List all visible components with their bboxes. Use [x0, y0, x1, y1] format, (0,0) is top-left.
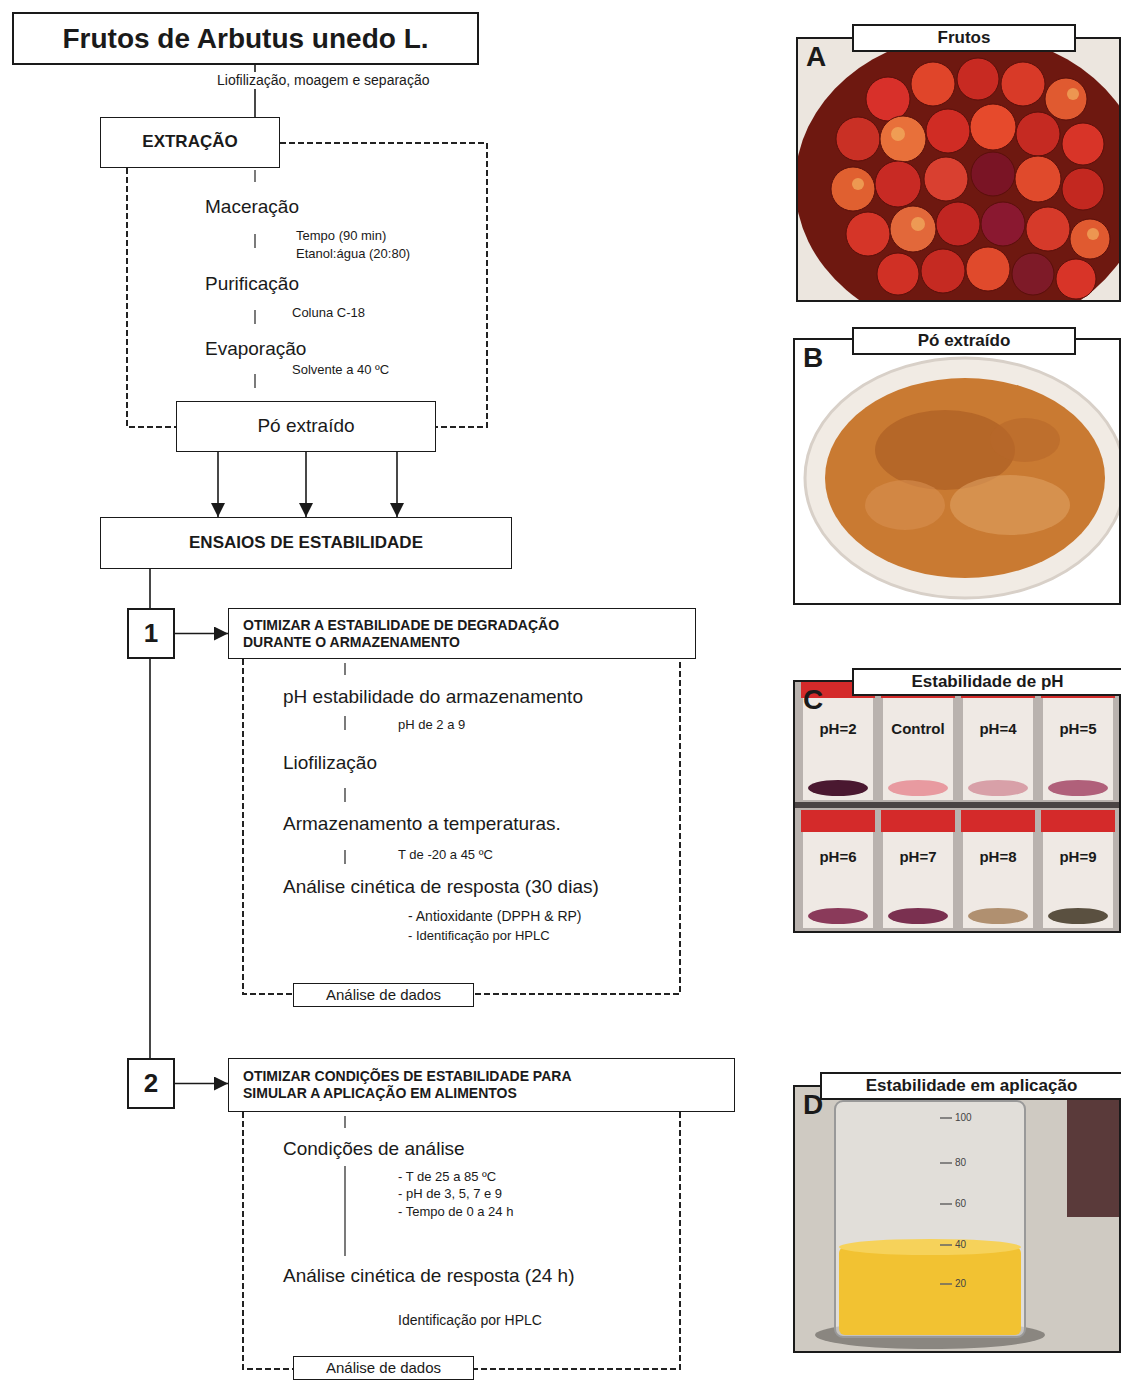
step-detail: Coluna C-18: [292, 305, 365, 321]
step-label: Análise cinética de resposta (30 dias): [283, 876, 599, 899]
step-detail: - pH de 3, 5, 7 e 9: [398, 1186, 502, 1202]
result-box: Análise de dados: [293, 1356, 474, 1380]
step-detail: - Identificação por HPLC: [408, 928, 550, 944]
step-detail: - Antioxidante (DPPH & RP): [408, 908, 582, 925]
step-tick: [254, 234, 255, 248]
node-text: OTIMIZAR CONDIÇÕES DE ESTABILIDADE PARA …: [243, 1068, 583, 1102]
step-number: 2: [127, 1058, 175, 1109]
step-tick: [344, 1116, 345, 1128]
node-text: Análise de dados: [326, 1359, 441, 1377]
panel-title: Frutos: [852, 24, 1076, 52]
ph-label: pH=5: [1059, 720, 1096, 738]
step-label: Evaporação: [205, 338, 306, 361]
ph-label: pH=8: [979, 848, 1016, 866]
panel-letter: A: [806, 43, 826, 71]
scale-mark: 100: [955, 1112, 972, 1124]
step-tick: [344, 850, 345, 864]
step-number: 1: [127, 608, 175, 659]
step-tick: [344, 716, 345, 730]
beaker-photo: [795, 1087, 1119, 1351]
step-label: Armazenamento a temperaturas.: [283, 813, 561, 836]
step-detail: - T de 25 a 85 ºC: [398, 1169, 496, 1185]
ph-label: pH=2: [819, 720, 856, 738]
connector-arrow: [396, 452, 398, 517]
panel-title: Estabilidade de pH: [852, 668, 1121, 696]
panel-letter: D: [803, 1091, 823, 1119]
dashed-bracket: [243, 1112, 680, 1369]
step-label: Maceração: [205, 196, 299, 219]
step-detail: pH de 2 a 9: [398, 717, 465, 733]
result-box: Análise de dados: [293, 983, 474, 1007]
scale-mark: 40: [955, 1239, 966, 1251]
step-detail: Etanol:água (20:80): [296, 246, 410, 262]
node-text: Pó extraído: [257, 415, 354, 438]
step-tick: [254, 374, 255, 388]
step-detail: Tempo (90 min): [296, 228, 386, 244]
connector-arrow: [305, 452, 307, 517]
step-label: pH estabilidade do armazenamento: [283, 686, 583, 709]
node-text: Análise de dados: [326, 986, 441, 1004]
step-tick: [344, 1166, 345, 1256]
title-box: Frutos de Arbutus unedo L.: [12, 12, 479, 65]
scale-mark: 80: [955, 1157, 966, 1169]
photo-panel: Estabilidade em aplicaçãoD: [793, 1085, 1121, 1353]
panel-title: Estabilidade em aplicação: [820, 1072, 1121, 1100]
ph-label: pH=9: [1059, 848, 1096, 866]
step-detail: - Tempo de 0 a 24 h: [398, 1204, 513, 1220]
node-text: OTIMIZAR A ESTABILIDADE DE DEGRADAÇÃO DU…: [243, 617, 603, 651]
scale-mark: 20: [955, 1278, 966, 1290]
step-label: Purificação: [205, 273, 299, 296]
photo-panel: Estabilidade de pHC: [793, 680, 1121, 933]
objective-box: OTIMIZAR CONDIÇÕES DE ESTABILIDADE PARA …: [228, 1058, 735, 1112]
process-box: Pó extraído: [176, 401, 436, 452]
ph-photo: [795, 682, 1119, 931]
powder-photo: [795, 340, 1119, 603]
connector-line: [149, 659, 151, 1058]
connector-arrow: [217, 452, 219, 517]
step-detail: T de -20 a 45 ºC: [398, 847, 493, 863]
step-label: Condições de análise: [283, 1138, 465, 1161]
annotation: Liofilização, moagem e separação: [215, 72, 431, 89]
step-detail: Identificação por HPLC: [398, 1312, 542, 1329]
ph-label: pH=4: [979, 720, 1016, 738]
fruit-photo: [798, 39, 1119, 300]
dashed-bracket: [243, 659, 680, 994]
connector-line: [149, 569, 151, 608]
step-detail: Solvente a 40 ºC: [292, 362, 389, 378]
node-text: ENSAIOS DE ESTABILIDADE: [189, 533, 423, 553]
step-tick: [344, 788, 345, 802]
dashed-bracket: [280, 143, 487, 427]
step-tick: [254, 310, 255, 324]
ph-label: pH=6: [819, 848, 856, 866]
panel-title: Pó extraído: [852, 327, 1076, 355]
node-text: Frutos de Arbutus unedo L.: [62, 22, 428, 56]
step-tick: [254, 170, 255, 182]
process-box: ENSAIOS DE ESTABILIDADE: [100, 517, 512, 569]
photo-panel: Pó extraídoB: [793, 338, 1121, 605]
scale-mark: 60: [955, 1198, 966, 1210]
node-text: EXTRAÇÃO: [142, 132, 237, 152]
ph-label: pH=7: [899, 848, 936, 866]
step-label: Liofilização: [283, 752, 377, 775]
connector-arrow: [175, 1083, 228, 1085]
step-label: Análise cinética de resposta (24 h): [283, 1265, 575, 1288]
panel-letter: B: [803, 344, 823, 372]
node-text: 2: [144, 1068, 158, 1099]
photo-panel: FrutosA: [796, 37, 1121, 302]
connector-arrow: [175, 633, 228, 635]
objective-box: OTIMIZAR A ESTABILIDADE DE DEGRADAÇÃO DU…: [228, 608, 696, 659]
panel-letter: C: [803, 686, 823, 714]
node-text: 1: [144, 618, 158, 649]
dashed-bracket: [127, 168, 176, 427]
process-box: EXTRAÇÃO: [100, 117, 280, 168]
step-tick: [344, 663, 345, 675]
ph-label: Control: [891, 720, 944, 738]
